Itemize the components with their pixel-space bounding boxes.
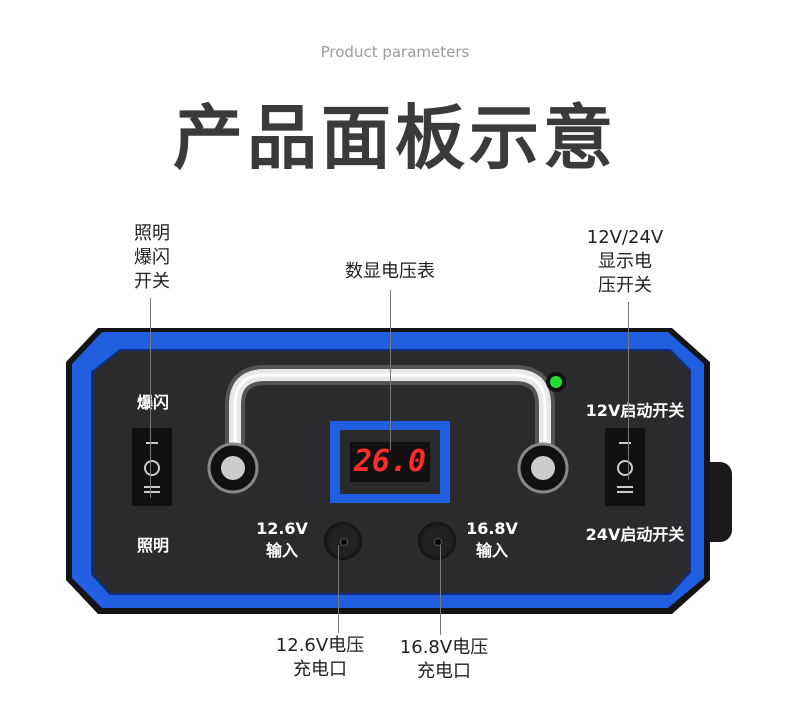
callout-flash-switch: 照明 爆闪 开关 <box>122 222 182 294</box>
leader-line <box>440 545 441 635</box>
callout-line: 显示电 <box>598 251 652 272</box>
start24-label: 24V启动开关 <box>585 525 685 544</box>
callout-port-168: 16.8V电压 充电口 <box>386 636 502 684</box>
callout-line: 充电口 <box>293 659 347 680</box>
input-168-label: 16.8V 输入 <box>460 518 524 562</box>
callout-voltage-switch: 12V/24V 显示电 压开关 <box>570 226 680 298</box>
led-indicator <box>550 376 562 388</box>
leader-line <box>390 290 391 450</box>
leader-line <box>150 298 151 498</box>
side-knob <box>708 462 732 542</box>
light-label: 照明 <box>136 536 169 555</box>
callout-voltmeter: 数显电压表 <box>345 261 435 282</box>
subtitle: Product parameters <box>320 43 470 61</box>
callout-line: 12V/24V <box>586 227 664 248</box>
callout-line: 充电口 <box>417 661 471 682</box>
input-voltage: 16.8V <box>466 519 518 538</box>
leader-line <box>338 545 339 633</box>
port-126[interactable] <box>324 522 362 560</box>
callout-line: 照明 <box>134 223 170 244</box>
callout-line: 开关 <box>134 271 170 292</box>
callout-line: 压开关 <box>598 275 652 296</box>
voltage-select-switch[interactable] <box>603 426 647 508</box>
callout-line: 爆闪 <box>134 247 170 268</box>
port-168[interactable] <box>418 522 456 560</box>
input-text: 输入 <box>475 541 508 560</box>
input-voltage: 12.6V <box>256 519 308 538</box>
input-126-label: 12.6V 输入 <box>250 518 314 562</box>
callout-line: 12.6V电压 <box>275 635 365 656</box>
leader-line <box>628 302 629 480</box>
start12-label: 12V启动开关 <box>585 401 685 420</box>
page-title: 产品面板示意 <box>173 97 617 179</box>
callout-line: 16.8V电压 <box>399 637 489 658</box>
flash-light-switch[interactable] <box>130 426 174 508</box>
flash-label: 爆闪 <box>136 393 169 412</box>
callout-port-126: 12.6V电压 充电口 <box>262 634 378 682</box>
voltmeter: 26.0 <box>330 421 450 503</box>
handle <box>207 365 569 494</box>
input-text: 输入 <box>265 541 298 560</box>
